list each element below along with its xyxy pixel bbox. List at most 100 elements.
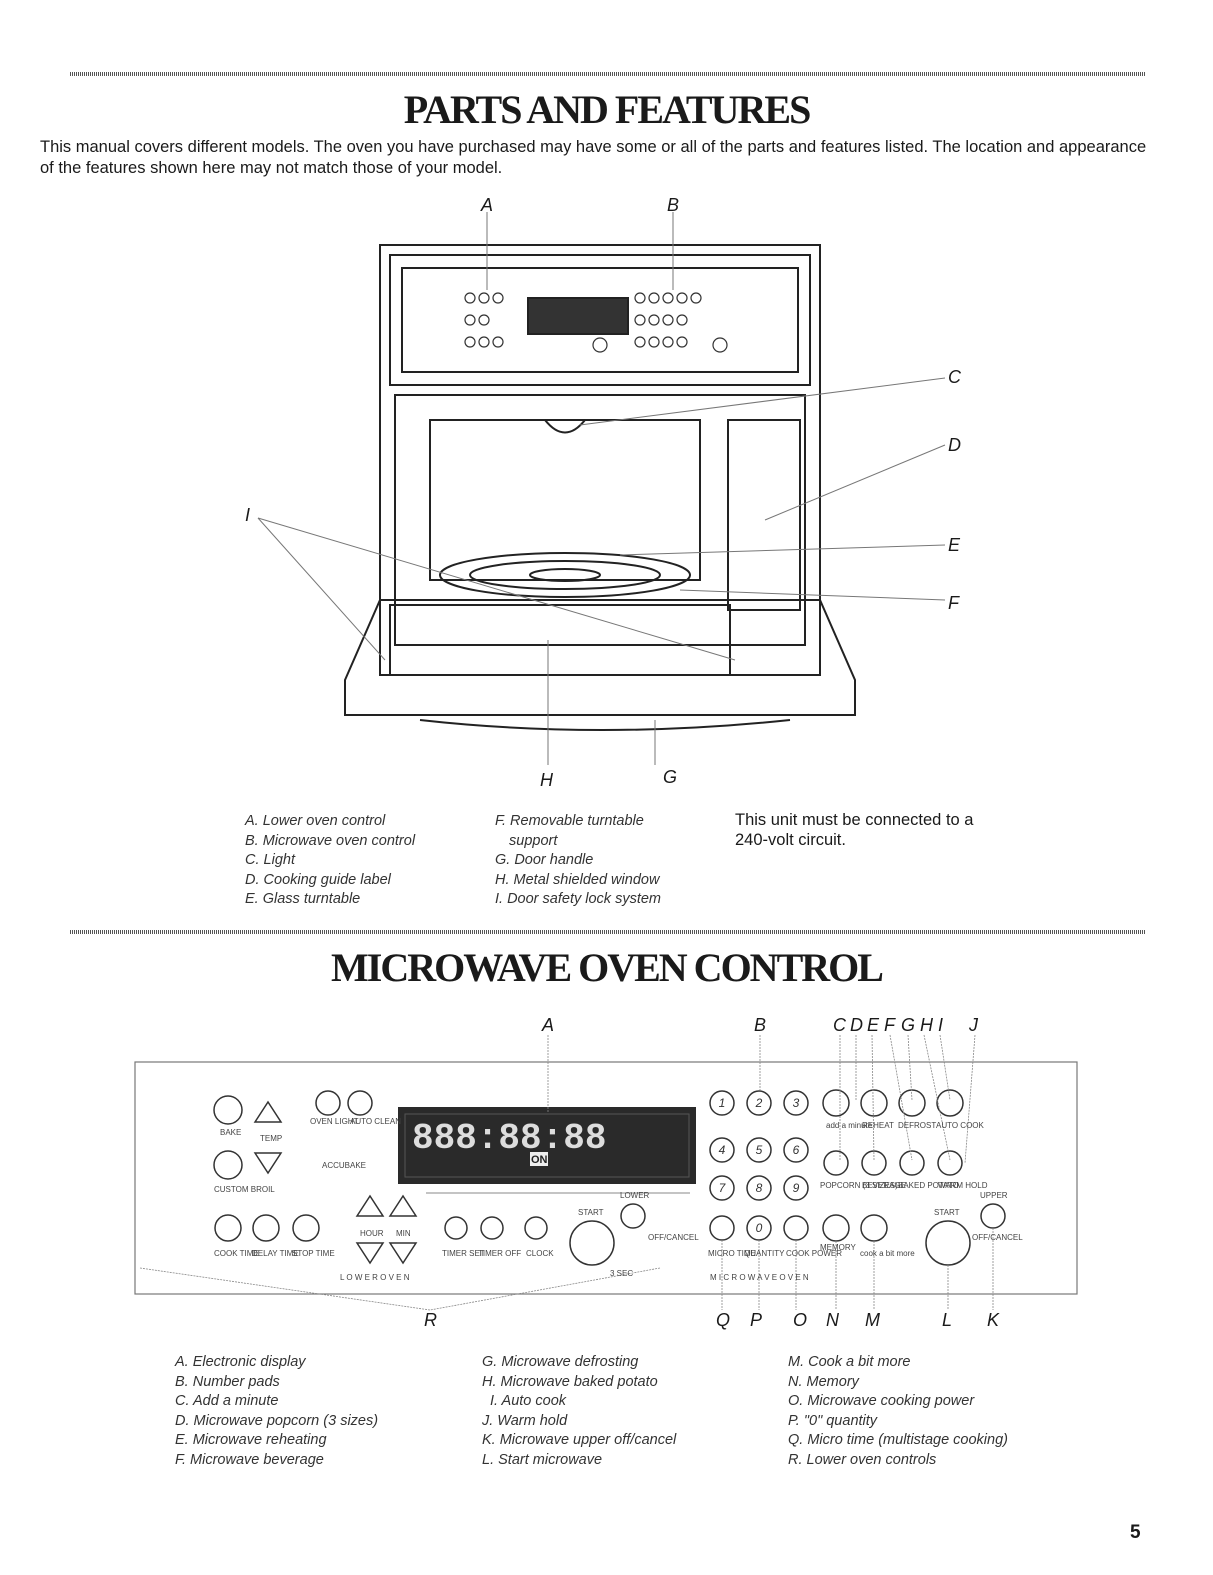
figure-letter-d: D [948,435,961,455]
start-lower-label: START [578,1208,604,1217]
control-legend-col1: A. Electronic display B. Number pads C. … [175,1353,378,1470]
lower-label: LOWER [620,1191,650,1200]
number-pad-3: 3 [793,1096,800,1110]
baked-potato-label: BAKED POTATO [898,1181,959,1190]
number-pad-6: 6 [793,1143,800,1157]
legend-item: G. Door handle [495,852,594,868]
legend-item: F. Removable turntable [495,813,644,829]
display-digits: 888:88:88 [412,1118,606,1159]
legend-item: F. Microwave beverage [175,1451,324,1468]
legend-item: B. Microwave oven control [245,832,416,849]
number-pad-0: 0 [756,1221,763,1235]
control-letter-b: B [754,1015,767,1035]
figure-letter-a: A [481,195,494,215]
stop-time-label: STOP TIME [292,1249,335,1258]
auto-cook-label: AUTO COOK [936,1121,985,1130]
control-legend-col2: G. Microwave defrosting H. Microwave bak… [482,1353,676,1470]
cook-power-label: COOK POWER [786,1249,842,1258]
number-pad-1: 1 [719,1096,726,1110]
number-pad-2: 2 [755,1096,763,1110]
auto-clean-label: AUTO CLEAN [350,1117,401,1126]
number-pad-9: 9 [793,1181,800,1195]
legend-item: K. Microwave upper off/cancel [482,1432,677,1448]
legend-item: support [509,832,558,849]
figure-letter-c: C [948,367,961,387]
legend-item: Q. Micro time (multistage cooking) [788,1432,1008,1448]
quantity-label: QUANTITY [744,1249,785,1258]
custom-broil-label: CUSTOM BROIL [214,1185,275,1194]
defrost-label: DEFROST [898,1121,936,1130]
page-number: 5 [1130,1522,1141,1543]
legend-item: D. Cooking guide label [245,871,391,888]
min-label: MIN [396,1229,411,1238]
timer-off-label: TIMER OFF [478,1249,521,1258]
timer-set-label: TIMER SET [442,1249,485,1258]
popcorn-label: POPCORN (3 SIZES) [820,1181,898,1190]
figure-letter-g: G [663,767,678,787]
control-legend-col3: M. Cook a bit more N. Memory O. Microwav… [788,1353,1008,1470]
legend-item: H. Microwave baked potato [482,1373,658,1390]
legend-item: N. Memory [788,1373,859,1390]
legend-item: I. Auto cook [490,1393,567,1409]
legend-item: O. Microwave cooking power [788,1393,975,1409]
legend-item: L. Start microwave [482,1451,603,1468]
control-letter-e: E [867,1015,880,1035]
control-letter-f: F [884,1015,895,1035]
start-upper-label: START [934,1208,960,1217]
figure-letter-f: F [948,593,959,613]
display-on-indicator: ON [531,1154,548,1166]
figure-letter-h: H [540,770,553,790]
control-letter-n: N [826,1310,839,1330]
temp-label: TEMP [260,1134,282,1143]
legend-item: E. Microwave reheating [175,1432,327,1448]
parts-legend-col1: A. Lower oven control B. Microwave oven … [245,812,415,910]
figure-letter-b: B [667,195,680,215]
control-letter-m: M [865,1310,880,1330]
middle-divider [70,930,1145,934]
figure-letter-i: I [245,505,251,525]
section-title: MICROWAVE OVEN CONTROL [331,945,884,990]
bake-label: BAKE [220,1128,241,1137]
accubake-label: ACCUBAKE [322,1161,366,1170]
memory-label: MEMORY [820,1243,857,1252]
hour-label: HOUR [360,1229,384,1238]
legend-item: B. Number pads [175,1373,280,1390]
figure-letter-e: E [948,535,961,555]
control-letter-d: D [850,1015,863,1035]
warm-hold-label: WARM HOLD [938,1181,988,1190]
legend-item: I. Door safety lock system [495,891,661,907]
number-pad-5: 5 [756,1143,763,1157]
clock-label: CLOCK [526,1249,554,1258]
three-sec-label: 3 SEC [610,1269,633,1278]
legend-item: M. Cook a bit more [788,1354,911,1370]
add-minute-label: add a minute [826,1121,873,1130]
legend-item: R. Lower oven controls [788,1451,937,1468]
intro-paragraph: This manual covers different models. The… [40,138,1147,177]
control-letter-j: J [969,1015,978,1035]
cook-bit-more-label: cook a bit more [860,1249,915,1258]
control-letter-q: Q [716,1310,731,1330]
microwave-oven-label: M I C R O W A V E O V E N [710,1273,809,1282]
legend-item: J. Warm hold [482,1412,568,1429]
legend-item: C. Add a minute [175,1393,279,1409]
lower-off-cancel-label: OFF/CANCEL [648,1233,699,1242]
legend-item: C. Light [245,852,295,868]
control-letter-o: O [793,1310,808,1330]
legend-item: A. Electronic display [175,1354,306,1370]
control-letter-a: A [542,1015,555,1035]
voltage-note: This unit must be connected to a 240-vol… [735,811,974,849]
legend-item: G. Microwave defrosting [482,1354,639,1370]
page-title: PARTS AND FEATURES [403,87,812,132]
legend-item: H. Metal shielded window [495,871,660,888]
number-pad-7: 7 [719,1181,727,1195]
legend-item: E. Glass turntable [245,891,361,907]
micro-time-label: MICRO TIME [708,1249,756,1258]
oven-light-label: OVEN LIGHT [310,1117,359,1126]
control-letter-i: I [938,1015,944,1035]
control-letter-l: L [942,1310,953,1330]
upper-off-cancel-label: OFF/CANCEL [972,1233,1023,1242]
cook-time-label: COOK TIME [214,1249,259,1258]
parts-legend-col2: F. Removable turntable support G. Door h… [495,812,661,910]
number-pad-4: 4 [719,1143,726,1157]
